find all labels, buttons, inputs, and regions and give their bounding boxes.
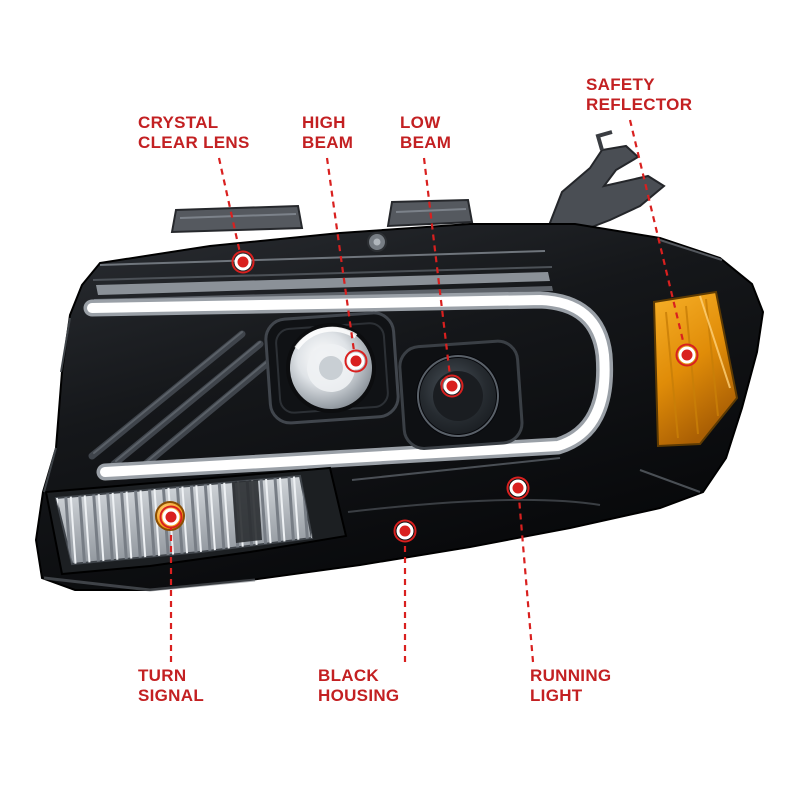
callout-label-low-beam: LOW BEAM: [400, 113, 451, 153]
callout-dot-low-beam: [440, 374, 464, 398]
callout-lines: [169, 119, 686, 663]
callout-line-safety-reflector: [628, 119, 686, 346]
callout-text: BEAM: [400, 133, 452, 153]
callout-label-safety-reflector: SAFETY REFLECTOR: [586, 75, 692, 115]
housing-contours: [43, 239, 723, 592]
top-lens-cover: [92, 232, 553, 281]
led-light-bar: [83, 291, 614, 481]
callout-dot-high-beam: [344, 349, 368, 373]
callout-text: BLACK: [318, 666, 379, 685]
callout-label-turn-signal: TURN SIGNAL: [138, 666, 204, 706]
callout-text: SIGNAL: [138, 686, 205, 706]
callout-text: REFLECTOR: [586, 95, 693, 115]
callout-label-black-housing: BLACK HOUSING: [318, 666, 399, 706]
callout-text: CLEAR LENS: [138, 133, 250, 153]
turn-signal-lens: [44, 466, 348, 576]
callout-line-crystal-clear-lens: [217, 157, 242, 254]
high-beam-projector: [264, 311, 400, 425]
side-mounting-bracket: [546, 130, 666, 232]
callout-line-running-light: [517, 497, 535, 663]
callout-text: RUNNING: [530, 666, 612, 685]
callout-dots: [159, 250, 699, 543]
callout-label-running-light: RUNNING LIGHT: [530, 666, 611, 706]
callout-text: TURN: [138, 666, 187, 685]
callout-dot-black-housing: [393, 519, 417, 543]
callout-line-low-beam: [422, 157, 452, 377]
callout-label-high-beam: HIGH BEAM: [302, 113, 353, 153]
housing-fins: [88, 330, 280, 476]
callout-label-crystal-clear-lens: CRYSTAL CLEAR LENS: [138, 113, 250, 153]
callout-text: HIGH: [302, 113, 346, 132]
callout-text: HOUSING: [318, 686, 400, 706]
callout-text: SAFETY: [586, 75, 655, 94]
callout-dot-running-light: [506, 476, 530, 500]
safety-reflector-lens: [652, 290, 739, 448]
callout-dot-turn-signal: [159, 505, 183, 529]
callout-text: LOW: [400, 113, 441, 132]
low-beam-projector: [398, 339, 524, 450]
callout-dot-crystal-clear-lens: [231, 250, 255, 274]
callout-dot-safety-reflector: [675, 343, 699, 367]
callout-text: BEAM: [302, 133, 354, 153]
callout-text: CRYSTAL: [138, 113, 219, 132]
callout-text: LIGHT: [530, 686, 583, 706]
